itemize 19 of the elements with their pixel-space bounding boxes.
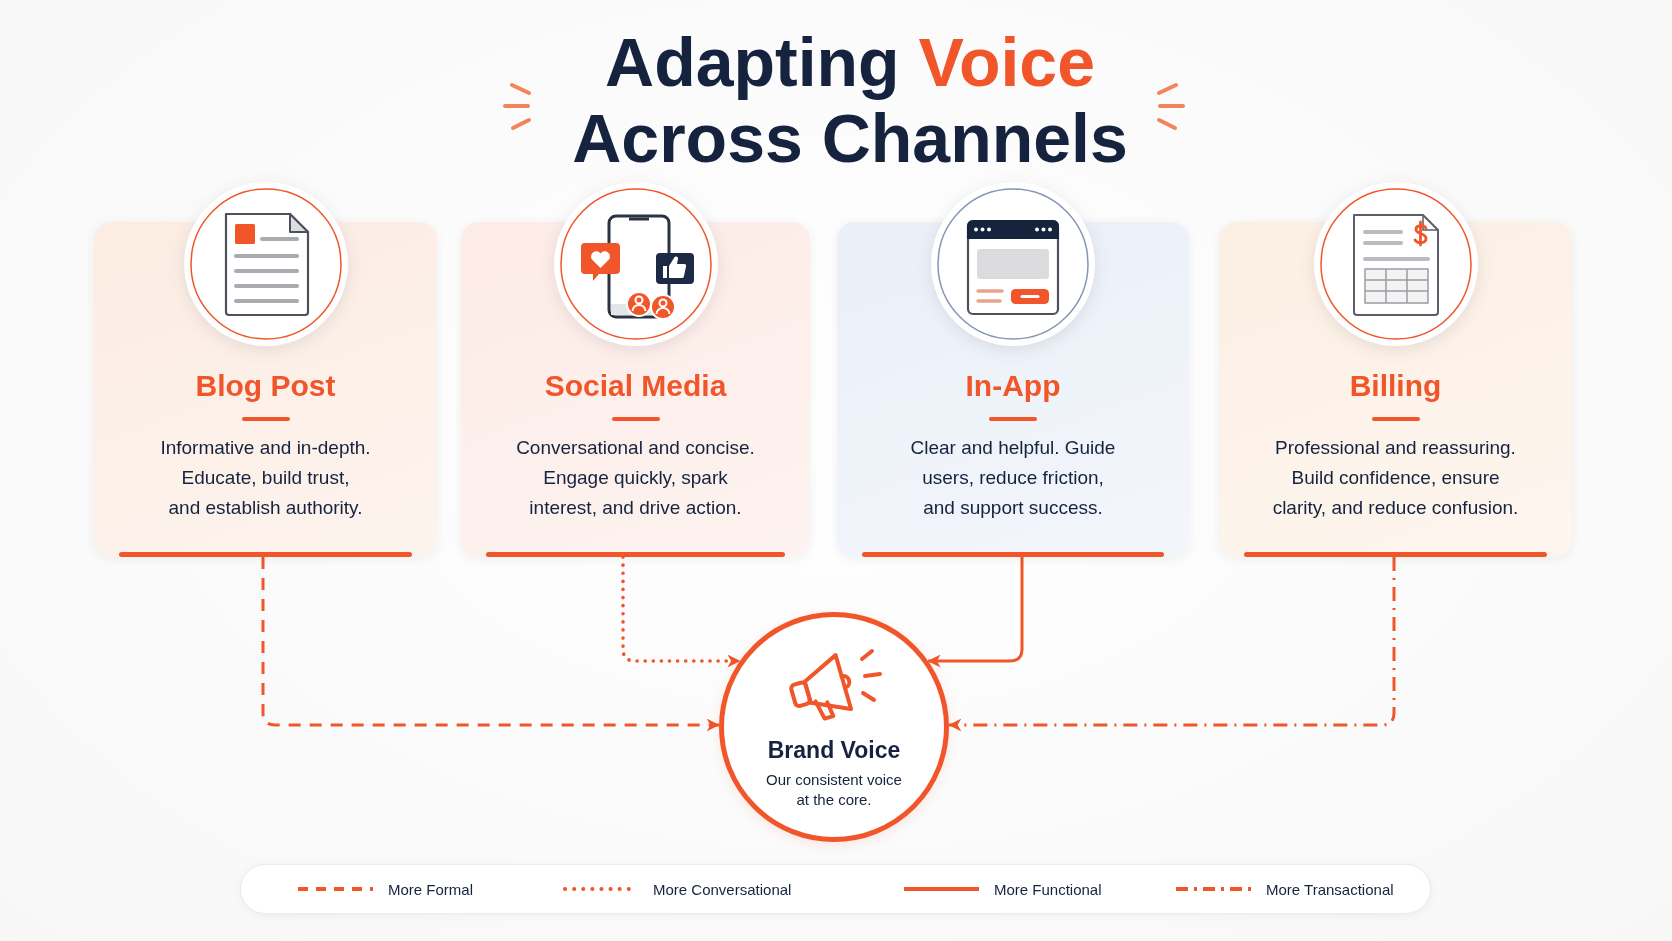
- card-title: Social Media: [544, 368, 727, 404]
- legend-label: More Conversational: [653, 880, 792, 898]
- connector-arrow: [261, 557, 720, 732]
- connector-arrow: [948, 557, 1396, 732]
- card-title: In-App: [965, 368, 1061, 404]
- legend-label: More Formal: [388, 880, 473, 898]
- core-title: Brand Voice: [767, 736, 901, 764]
- core-description: Our consistent voice at the core.: [765, 770, 903, 810]
- card-title: Blog Post: [195, 368, 336, 404]
- card-description: Informative and in-depth. Educate, build trust, and establish authority.: [159, 436, 372, 520]
- card-title: Billing: [1349, 368, 1442, 404]
- connector-arrow: [927, 557, 1024, 668]
- card-description: Conversational and concise. Engage quickly, spark interest, and drive action.: [515, 436, 756, 520]
- legend-label: More Functional: [994, 880, 1102, 898]
- card-description: Professional and reassuring. Build confidence, ensure clarity, and reduce confusion.: [1271, 436, 1520, 520]
- title: Adapting Voice Across Channels: [571, 24, 1129, 176]
- card-description: Clear and helpful. Guide users, reduce friction, and support success.: [909, 436, 1117, 520]
- legend-label: More Transactional: [1266, 880, 1394, 898]
- connector-arrow: [621, 555, 742, 668]
